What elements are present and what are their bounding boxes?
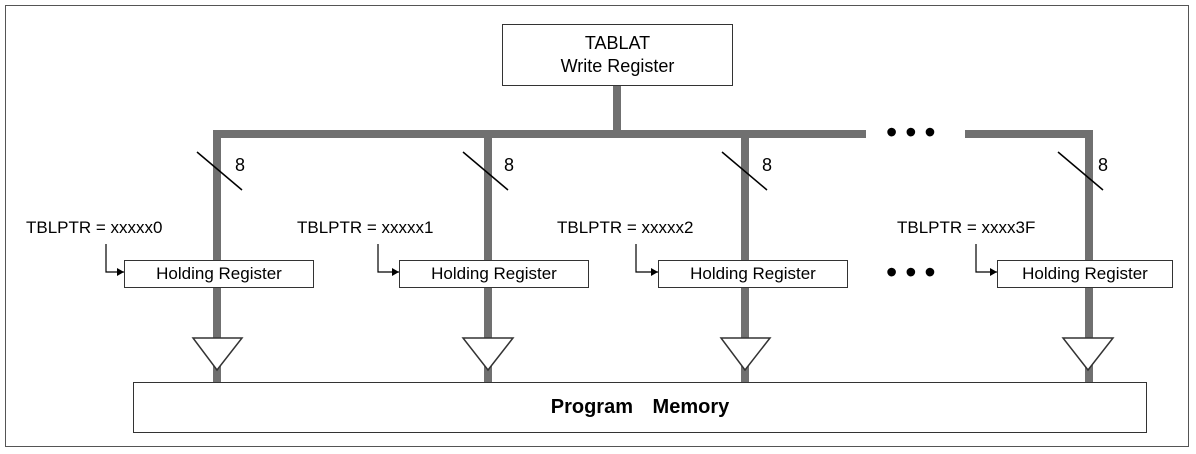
col3-holding-register-label: Holding Register — [690, 264, 816, 283]
diagram-frame — [5, 5, 1189, 447]
col1-bus-width: 8 — [235, 155, 246, 175]
col1-arrowhead — [117, 268, 124, 276]
col4-pointer-arrow — [975, 244, 997, 273]
col1-buffer — [191, 337, 244, 372]
col4-buffer — [1061, 337, 1115, 372]
col1-holding-register: Holding Register — [124, 260, 314, 288]
col4-width-slash — [1057, 151, 1104, 191]
tablat-write-register: TABLAT Write Register — [502, 24, 733, 86]
col3-holding-register: Holding Register — [658, 260, 848, 288]
col2-bus-width: 8 — [504, 155, 515, 175]
col3-pointer-arrow — [635, 244, 658, 273]
col4-holding-register-label: Holding Register — [1022, 264, 1148, 283]
col3-buffer — [719, 337, 772, 372]
col2-buffer — [461, 337, 515, 372]
tablat-subtitle: Write Register — [560, 56, 675, 76]
col3-width-slash — [721, 151, 768, 191]
register-ellipsis: ••• — [886, 254, 944, 290]
col4-bus-width: 8 — [1098, 155, 1109, 175]
tablat-title: TABLAT — [584, 33, 651, 53]
col2-holding-register: Holding Register — [399, 260, 589, 288]
col3-arrowhead — [651, 268, 658, 276]
col2-arrowhead — [392, 268, 399, 276]
col3-bus-width: 8 — [762, 155, 773, 175]
col4-tblptr-label: TBLPTR = xxxx3F — [897, 218, 1036, 237]
col1-holding-register-label: Holding Register — [156, 264, 282, 283]
program-memory-label: Program Memory — [550, 396, 730, 418]
col1-width-slash — [196, 151, 243, 191]
col1-tblptr-label: TBLPTR = xxxxx0 — [26, 218, 163, 237]
col4-arrowhead — [990, 268, 997, 276]
program-memory: Program Memory — [133, 382, 1147, 433]
col1-pointer-arrow — [105, 244, 124, 273]
bus-ellipsis: ••• — [886, 114, 944, 150]
col2-holding-register-label: Holding Register — [431, 264, 557, 283]
col2-width-slash — [462, 151, 509, 191]
col3-tblptr-label: TBLPTR = xxxxx2 — [557, 218, 694, 237]
col4-holding-register: Holding Register — [997, 260, 1173, 288]
col2-pointer-arrow — [377, 244, 399, 273]
col2-tblptr-label: TBLPTR = xxxxx1 — [297, 218, 434, 237]
